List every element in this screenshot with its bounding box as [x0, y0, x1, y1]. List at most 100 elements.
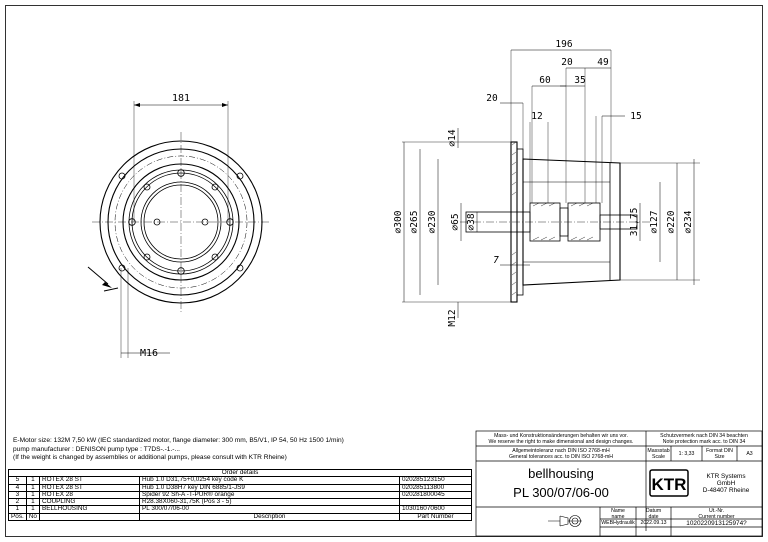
cell-desc: PL 300/07/06-00: [138, 505, 400, 514]
table-row: 5 1 ROTEX 28 ST Hub 1.0 D31,75+0,0254 ke…: [8, 476, 473, 485]
section-view-dimensions: 196 20 49 60 35 20 12 15 ⌀14 ⌀300 ⌀265 ⌀…: [393, 39, 694, 327]
protect-en: Note protection mark acc. to DIN 34: [662, 439, 746, 445]
cell-qty: 1: [25, 498, 40, 507]
sheet-border: [5, 5, 763, 537]
company-line3: D-48407 Rheine: [702, 487, 750, 494]
table-row: 1 1 BELLHOUSING PL 300/07/06-00 10301607…: [8, 505, 473, 514]
section-view: [402, 49, 700, 318]
header-qty: No: [25, 512, 40, 522]
title-block-grid: [475, 430, 763, 537]
cell-desc: Hub 1.0 D31,75+0,0254 key code K: [138, 476, 400, 485]
dim-31-75: 31,75: [629, 208, 640, 237]
note-motor: E-Motor size: 132M 7,50 kW (IEC standard…: [13, 437, 344, 444]
dim-dia-14: ⌀14: [447, 129, 458, 146]
cell-part: 020285113800: [398, 483, 473, 492]
order-title-row: Order details: [8, 468, 472, 478]
format-label-de: Format DIN: [706, 448, 733, 454]
front-view: [87, 101, 270, 358]
changes-de: Mass- und Konstruktionsänderungen behalt…: [494, 433, 628, 439]
drawing-number: 1020220913125974?: [686, 520, 747, 527]
dim-dia-230: ⌀230: [427, 210, 438, 233]
note-pump: pump manufacturer : DENISON pump type : …: [13, 445, 180, 453]
cell-pos: 4: [8, 483, 27, 492]
name-label: Name name: [600, 508, 636, 520]
cell-pos: 2: [8, 498, 27, 507]
table-row: 4 1 ROTEX 28 ST Hub 1.0 D38H7 key DIN 68…: [8, 483, 473, 492]
ktr-logo: KTR: [649, 469, 689, 497]
name-label-de: Name: [611, 508, 625, 514]
cell-name: ROTEX 28: [38, 490, 140, 500]
dim-12: 12: [531, 111, 542, 122]
note-weight: (If the weight is changed by assemblies …: [13, 454, 287, 462]
company-line1: KTR Systems: [706, 473, 746, 480]
header-part: Part Number: [398, 512, 473, 522]
header-empty: [38, 512, 140, 522]
company-line2: GmbH: [716, 480, 736, 487]
dim-dia-127: ⌀127: [649, 211, 660, 234]
scale-label-de: Massstab: [647, 448, 670, 454]
protect-de: Schutzvermerk nach DIN 34 beachten: [660, 433, 748, 439]
company-info: KTR Systems GmbH D-48407 Rheine: [690, 473, 762, 494]
changes-note: Mass- und Konstruktionsänderungen behalt…: [476, 433, 646, 445]
tol-de: Allgemeintoleranz nach DIN ISO 2768-mH: [512, 448, 610, 454]
cell-qty: 1: [25, 490, 40, 500]
dim-dia-265: ⌀265: [409, 211, 420, 234]
table-header-row: Pos. No Description Part Number: [8, 512, 473, 522]
scale-label: Massstab Scale: [646, 448, 671, 460]
scale-value: 1: 3,33: [678, 451, 695, 457]
table-row: 2 1 COUPLING R28.38X060-31,75K (Pos 3 - …: [8, 498, 473, 507]
cell-part: [398, 498, 473, 507]
cell-pos: 5: [8, 476, 27, 485]
cell-pos: 3: [8, 490, 27, 500]
dim-dia-300: ⌀300: [393, 210, 404, 233]
cell-name: COUPLING: [38, 498, 140, 507]
cell-qty: 1: [25, 483, 40, 492]
id-label: Ut.-Nr. Current number: [671, 508, 762, 520]
dim-181: 181: [172, 93, 190, 104]
header-desc: Description: [138, 512, 400, 522]
dim-m12: M12: [447, 309, 458, 326]
cell-desc: Hub 1.0 D38H7 key DIN 6885/1-JS9: [138, 483, 400, 492]
cell-desc: R28.38X060-31,75K (Pos 3 - 5): [138, 498, 400, 507]
dim-dia-65: ⌀65: [450, 213, 461, 230]
cell-part: 103016070600: [398, 505, 473, 514]
dim-dia-220: ⌀220: [666, 210, 677, 233]
scale-label-en: Scale: [652, 454, 665, 460]
motor-notes: E-Motor size: 132M 7,50 kW (IEC standard…: [13, 437, 344, 463]
dim-dia-38: ⌀38: [466, 213, 477, 230]
title-line2: PL 300/07/06-00: [513, 485, 609, 500]
dim-35: 35: [574, 75, 585, 86]
dim-20-top: 20: [561, 57, 573, 68]
ktr-logo-text: KTR: [652, 475, 687, 494]
id-label-de: Ut.-Nr.: [709, 508, 724, 514]
cell-name: ROTEX 28 ST: [38, 476, 140, 485]
dim-dia-234: ⌀234: [683, 210, 694, 233]
date-label-en: date: [648, 514, 659, 520]
order-details-table: Order details 5 1 ROTEX 28 ST Hub 1.0 D3…: [8, 468, 473, 522]
date-label-de: Datum: [645, 508, 662, 514]
cell-qty: 1: [25, 476, 40, 485]
cell-qty: 1: [25, 505, 40, 514]
protection-note: Schutzvermerk nach DIN 34 beachten Note …: [646, 433, 762, 445]
dim-7: 7: [493, 255, 499, 266]
changes-en: We reserve the right to make dimensional…: [488, 439, 634, 445]
table-row: 3 1 ROTEX 28 Spider 92 Sh-A -T-PUR® oran…: [8, 490, 473, 500]
cell-name: BELLHOUSING: [38, 505, 140, 514]
dim-m16: M16: [140, 348, 158, 359]
format-value: A3: [746, 451, 753, 457]
cell-desc: Spider 92 Sh-A -T-PUR® orange: [138, 490, 400, 500]
title-line1: bellhousing: [528, 466, 594, 481]
dim-49: 49: [597, 57, 609, 68]
tolerance-note: Allgemeintoleranz nach DIN ISO 2768-mH G…: [476, 448, 646, 460]
dim-60: 60: [539, 75, 551, 86]
author: WEBHydraulik: [601, 520, 635, 526]
id-label-en: Current number: [698, 514, 735, 520]
tol-en: General tolerances acc. to DIN ISO 2768-…: [508, 454, 614, 460]
order-title: Order details: [8, 468, 472, 478]
dim-15: 15: [630, 111, 641, 122]
name-label-en: name: [611, 514, 625, 520]
date-label: Datum date: [636, 508, 671, 520]
format-label: Format DIN Size: [702, 448, 737, 460]
dim-196: 196: [555, 39, 572, 50]
